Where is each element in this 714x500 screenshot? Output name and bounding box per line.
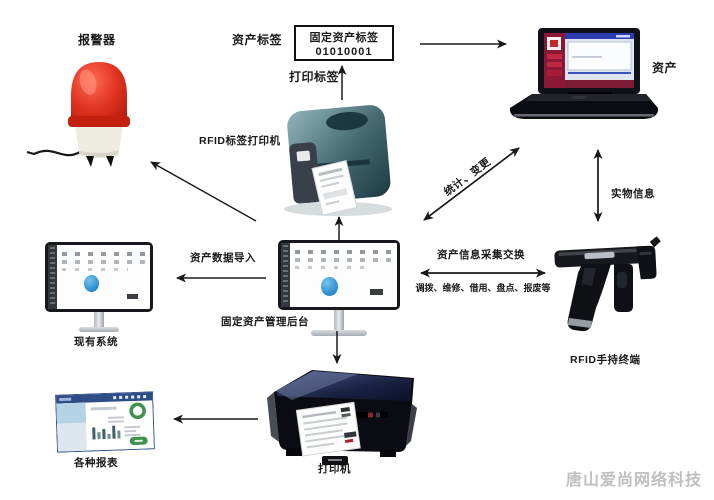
dashboard-pie-chart xyxy=(84,275,99,292)
operations-label: 调拨、维修、借用、盘点、报废等 xyxy=(415,283,551,293)
inkjet-printer-image xyxy=(267,370,417,465)
physical-info-label: 实物信息 xyxy=(611,188,655,200)
dashboard-widget xyxy=(370,289,383,295)
arrow-stats-change-2 xyxy=(423,147,520,221)
dashboard-sidebar xyxy=(281,243,290,307)
existing-system-monitor-image xyxy=(45,242,153,332)
rfid-handheld-image xyxy=(554,236,661,332)
alarm-label: 报警器 xyxy=(78,33,116,47)
laptop-asset-label: 资产 xyxy=(652,61,678,75)
reports-label: 各种报表 xyxy=(74,457,118,469)
data-import-label: 资产数据导入 xyxy=(190,252,256,264)
reports-screen-image xyxy=(55,391,155,453)
backend-monitor-image xyxy=(278,240,400,336)
dashboard-sidebar xyxy=(48,245,57,309)
collect-exchange-label: 资产信息采集交换 xyxy=(437,249,525,261)
handheld-label: RFID手持终端 xyxy=(570,354,641,366)
dashboard-pie-chart xyxy=(321,277,338,296)
dashboard-icon-rows xyxy=(62,252,145,272)
alarm-beacon-image xyxy=(26,62,130,167)
printer-label: 打印机 xyxy=(318,463,351,475)
existing-system-label: 现有系统 xyxy=(74,336,118,348)
print-label-text: 打印标签 xyxy=(289,70,340,84)
dashboard-widget xyxy=(127,294,138,299)
backend-label: 固定资产管理后台 xyxy=(221,316,309,328)
laptop-image xyxy=(509,28,659,119)
arrow-backend-to-alarm xyxy=(150,161,257,222)
asset-tag-label: 资产标签 xyxy=(232,33,283,47)
tag-box-title: 固定资产标签 xyxy=(309,31,379,44)
watermark-text: 唐山爱尚网络科技 xyxy=(566,472,703,489)
fixed-asset-tag-box: 固定资产标签 01010001 xyxy=(294,25,394,61)
rfid-label-printer-image xyxy=(284,105,392,216)
dashboard-icon-rows xyxy=(295,250,392,270)
tag-box-code: 01010001 xyxy=(315,45,373,58)
rfid-printer-label: RFID标签打印机 xyxy=(199,135,281,147)
